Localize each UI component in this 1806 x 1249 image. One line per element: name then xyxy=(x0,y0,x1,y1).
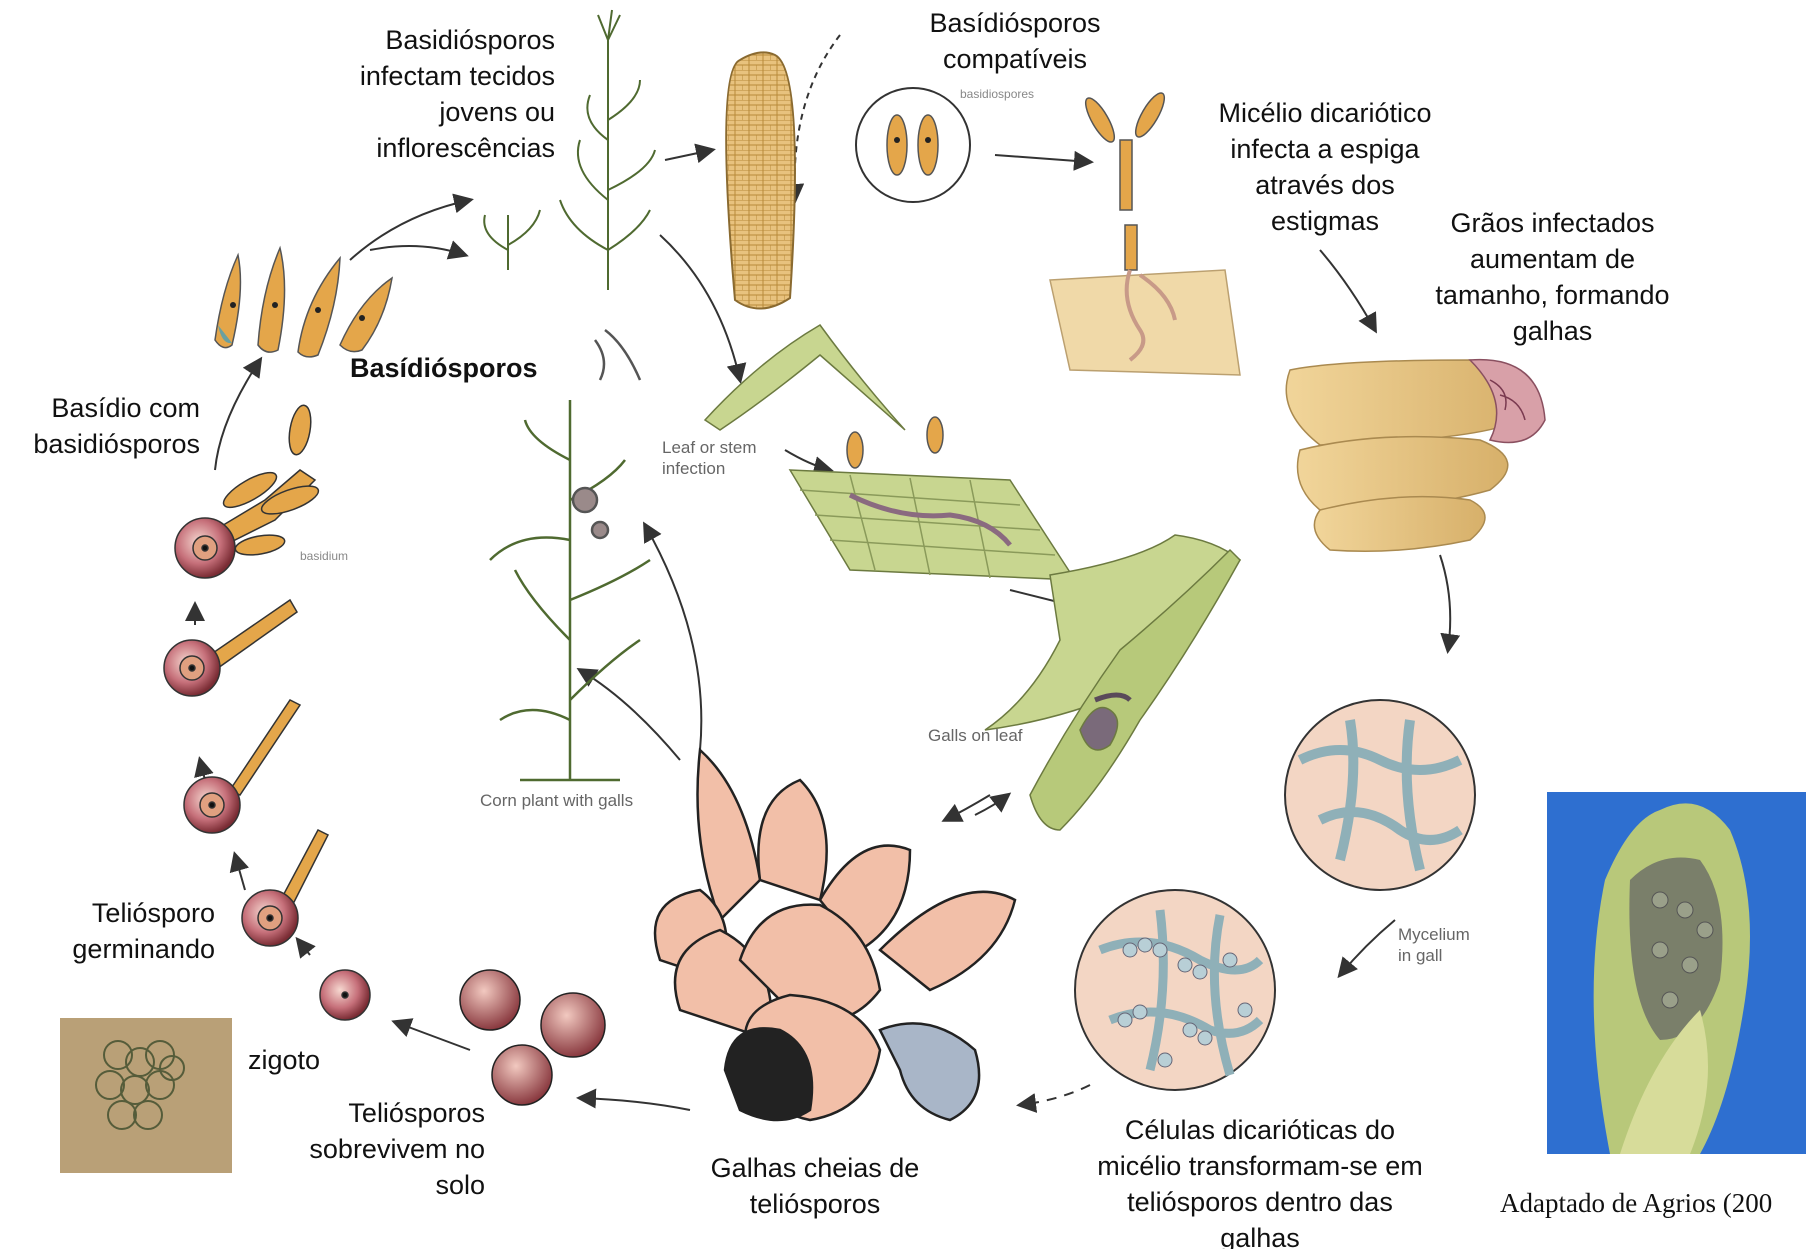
corn-plant-with-galls xyxy=(490,330,650,780)
label-galls-full: Galhas cheias de teliósporos xyxy=(665,1150,965,1222)
label-basidium-small: basidium xyxy=(300,546,348,567)
infected-ear-photo xyxy=(1547,792,1806,1154)
teliospores-soil xyxy=(460,970,605,1105)
galls-on-leaf xyxy=(985,535,1240,830)
label-teliospores-survive: Teliósporos sobrevivem no solo xyxy=(255,1095,485,1203)
label-leaf-infection: Leaf or stem infection xyxy=(662,437,757,479)
leaf-infection xyxy=(705,325,1075,580)
label-basidiospores: Basídiósporos xyxy=(350,350,538,386)
label-source-credit: Adaptado de Agrios (200 xyxy=(1500,1185,1806,1221)
corn-ear xyxy=(726,52,795,308)
mycelium-in-gall xyxy=(1075,700,1475,1090)
label-basidiospores-small: basidiospores xyxy=(960,84,1034,105)
label-galls-on-leaf: Galls on leaf xyxy=(928,725,1023,746)
basidiospores-group xyxy=(215,248,392,357)
label-compatible-basidiospores: Basídiósporos compatíveis xyxy=(880,5,1150,77)
label-infected-kernels: Grãos infectados aumentam de tamanho, fo… xyxy=(1400,205,1705,349)
label-basidiospores-infect: Basidiósporos infectam tecidos jovens ou… xyxy=(300,22,555,166)
label-germinating-teliospore: Teliósporo germinando xyxy=(20,895,215,967)
compatible-spores-circle xyxy=(856,88,970,202)
label-mycelium-gall: Mycelium in gall xyxy=(1398,924,1470,966)
label-basidium: Basídio com basidiósporos xyxy=(0,390,200,462)
zygote-photo xyxy=(60,1018,232,1173)
label-dikaryotic-cells: Células dicarióticas do micélio transfor… xyxy=(1040,1112,1480,1249)
label-zygote: zigoto xyxy=(248,1042,320,1078)
label-corn-plant-galls: Corn plant with galls xyxy=(480,790,633,811)
galled-kernels xyxy=(1286,360,1545,552)
large-gall xyxy=(655,750,1015,1120)
